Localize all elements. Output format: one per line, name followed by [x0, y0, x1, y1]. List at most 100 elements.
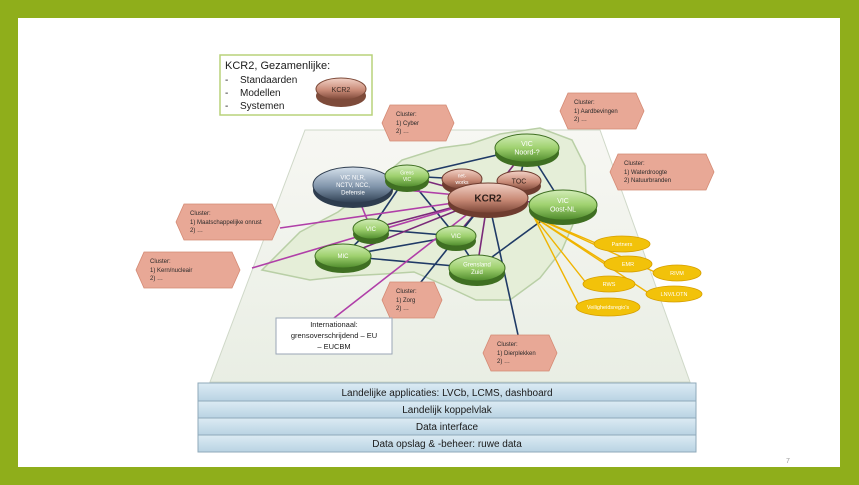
- cluster-title: Cluster:: [497, 342, 518, 348]
- cluster-callout-zorg: Cluster: 1) Zorg 2) …: [381, 281, 443, 319]
- node-label: VIC: [366, 227, 377, 233]
- legend-badge: [315, 77, 367, 101]
- cluster-line: 2) Natuurbranden: [624, 178, 671, 184]
- legend-bullet-2: -: [225, 88, 228, 99]
- cluster-line: 1) Kern/nucleair: [150, 268, 192, 274]
- cluster-title: Cluster:: [396, 112, 417, 118]
- node-label: Oost-NL: [550, 207, 576, 214]
- cluster-line: 2) …: [396, 306, 409, 312]
- cluster-callout-cyber: Cluster: 1) Cyber 2) …: [381, 104, 455, 142]
- connection-line: [333, 197, 489, 319]
- cluster-line: 2) …: [574, 117, 587, 123]
- partner-link: [533, 216, 588, 285]
- cluster-callouts: Cluster: 1) Cyber 2) … Cluster: 1) Aardbevin…: [135, 92, 715, 372]
- node-label: VIC: [521, 141, 533, 148]
- partner-ellipse: [652, 264, 702, 282]
- cluster-callout-maat: Cluster: 1) Maatschappelijke onrust 2) …: [175, 203, 281, 241]
- partner-ellipse: [582, 275, 636, 293]
- node-vic-d: MIC: [314, 243, 372, 273]
- node-disc: [494, 133, 560, 163]
- node-disc: [352, 218, 390, 240]
- node-label: KCR2: [474, 194, 502, 205]
- partner-item: Veiligheidsregio's: [575, 297, 641, 317]
- cluster-line: 1) Maatschappelijke onrust: [190, 220, 262, 226]
- cluster-line: 1) Cyber: [396, 121, 419, 127]
- partner-label: EMR: [622, 262, 634, 268]
- legend-badge-label: KCR2: [332, 87, 351, 94]
- cluster-line: 2) …: [497, 359, 510, 365]
- cluster-line: 1) Dierplekken: [497, 351, 536, 357]
- cluster-callout-aard: Cluster: 1) Aardbevingen 2) …: [559, 92, 645, 130]
- cluster-line: 1) Aardbevingen: [574, 109, 618, 115]
- legend-item-standaarden: Standaarden: [240, 75, 297, 86]
- cluster-callout-kern: Cluster:1) Kern/nucleair2) …: [135, 251, 241, 289]
- node-vic-b: VIC: [352, 218, 390, 244]
- partner-label: Veiligheidsregio's: [587, 305, 630, 311]
- node-label: MIC: [338, 254, 350, 260]
- node-label: NCTV, NCC,: [336, 183, 370, 189]
- layer-stack: Landelijke applicaties: LVCb, LCMS, dash…: [197, 382, 697, 453]
- cluster-shape: [559, 92, 645, 130]
- partner-ellipse: [575, 297, 641, 317]
- cluster-shape: [482, 334, 558, 372]
- partner-item: RWS: [582, 275, 636, 293]
- cluster-line: 2) …: [396, 129, 409, 135]
- partner-label: Partners: [612, 242, 633, 248]
- layer-bar-4: [197, 434, 697, 453]
- legend-box: KCR2, Gezamenlijke: - Standaarden - Mode…: [219, 54, 373, 116]
- partner-item: Partners: [593, 235, 651, 253]
- node-label: net-: [458, 174, 467, 180]
- cluster-shape: [609, 153, 715, 191]
- page-number: 7: [786, 458, 790, 465]
- node-disc: [384, 164, 430, 188]
- partner-item: RIVM: [652, 264, 702, 282]
- cluster-line: 2) …: [190, 228, 203, 234]
- international-line-2: grensoverschrijdend – EU: [291, 331, 377, 340]
- cluster-line: 1) Waterdroogte: [624, 170, 668, 176]
- cluster-title: Cluster:: [574, 100, 595, 106]
- node-label: VIC: [557, 198, 569, 205]
- layer-label-1: Landelijke applicaties: LVCb, LCMS, dash…: [341, 388, 552, 399]
- node-disc: [314, 243, 372, 269]
- cluster-title: Cluster:: [396, 289, 417, 295]
- node-label: Grens: [400, 171, 414, 177]
- node-disc: [435, 225, 477, 247]
- node-vic-nlr: VIC NLR,NCTV, NCC,Defensie: [312, 166, 394, 208]
- node-label: VIC: [403, 177, 412, 183]
- international-line-3: – EUCBM: [317, 342, 350, 351]
- cluster-shape: [381, 281, 443, 319]
- node-label: Noord-?: [514, 150, 539, 157]
- partner-link: [533, 216, 581, 308]
- cluster-callout-dier: Cluster: 1) Dierplekken 2) …: [482, 334, 558, 372]
- node-label: Zuid: [471, 270, 483, 276]
- international-box: Internationaal: grensoverschrijdend – EU…: [275, 317, 393, 355]
- node-hub: KCR2: [447, 182, 529, 218]
- international-line-1: Internationaal:: [310, 320, 358, 329]
- node-vic-noord: VIC Noord-?: [494, 133, 560, 167]
- layer-label-3: Data interface: [416, 422, 479, 433]
- partner-item: EMR: [603, 255, 653, 273]
- cluster-shape: [175, 203, 281, 241]
- partner-label: RIVM: [670, 271, 684, 277]
- node-label: VIC NLR,: [340, 176, 366, 182]
- cluster-line: 1) Zorg: [396, 298, 415, 304]
- node-disc: [448, 254, 506, 282]
- node-label: VIC: [451, 234, 462, 240]
- cluster-shape: [135, 251, 241, 289]
- node-label: TOC: [512, 178, 527, 185]
- partner-item: LNV/LOTN: [645, 285, 703, 303]
- node-vic-c: VIC: [435, 225, 477, 251]
- cluster-shape: [381, 104, 455, 142]
- cluster-title: Cluster:: [190, 211, 211, 217]
- legend-item-modellen: Modellen: [240, 88, 281, 99]
- partner-label: LNV/LOTN: [661, 292, 688, 298]
- node-label: Grensland: [463, 262, 491, 268]
- legend-bullet-3: -: [225, 101, 228, 112]
- legend-bullet-1: -: [225, 75, 228, 86]
